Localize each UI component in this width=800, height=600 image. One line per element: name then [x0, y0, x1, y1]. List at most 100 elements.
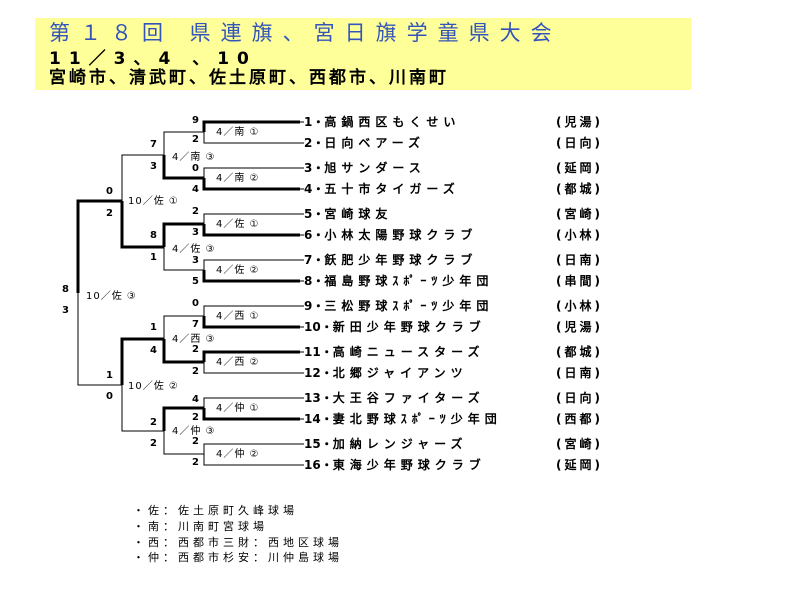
score: 4 [192, 184, 199, 195]
team-loc: (延岡) [556, 161, 603, 175]
team-no: 3 [304, 161, 313, 175]
team-no: 4 [304, 182, 313, 196]
team-name: 飫肥少年野球クラブ [324, 253, 478, 267]
legend-item: ・佐：佐土原町久峰球場 [133, 504, 298, 517]
team-no: 11 [304, 345, 321, 359]
team-6: 6・小林太陽野球クラブ(小林) [304, 228, 603, 242]
score: 3 [150, 161, 157, 172]
team-name: 宮崎球友 [324, 207, 393, 221]
team-7: 7・飫肥少年野球クラブ(日南) [304, 253, 603, 267]
team-no: 1 [304, 115, 313, 129]
match-label: 4／佐 ① [216, 219, 260, 230]
team-8: 8・福島野球ｽﾎﾟｰﾂ少年団(串間) [304, 274, 603, 288]
match-label: 4／西 ① [216, 311, 260, 322]
score: 3 [192, 227, 199, 238]
score: 0 [192, 163, 199, 174]
team-loc: (西都) [556, 412, 603, 426]
score: 2 [192, 134, 199, 145]
team-loc: (日向) [556, 391, 603, 405]
team-no: 16 [304, 458, 321, 472]
match-label: 4／佐 ③ [172, 244, 216, 255]
match-label: 4／南 ③ [172, 152, 216, 163]
score: 0 [106, 391, 113, 402]
team-loc: (小林) [556, 228, 603, 242]
score: 5 [192, 276, 199, 287]
match-label: 4／仲 ③ [172, 426, 216, 437]
team-loc: (都城) [556, 182, 603, 196]
score: 1 [150, 322, 157, 333]
legend-item: ・南：川南町宮球場 [133, 520, 268, 533]
page-title: 第１８回 県連旗、宮日旗学童県大会 [49, 21, 562, 45]
team-name: 高崎ニュースターズ [332, 345, 485, 359]
team-name: 小林太陽野球クラブ [324, 228, 478, 242]
match-label: 4／南 ② [216, 173, 260, 184]
match-label: 4／仲 ② [216, 449, 260, 460]
score: 0 [192, 298, 199, 309]
team-name: 高鍋西区もくせい [324, 115, 461, 129]
team-name: 五十市タイガーズ [324, 182, 460, 196]
score: 2 [192, 206, 199, 217]
score: 4 [192, 394, 199, 405]
team-12: 12・北郷ジャイアンツ(日南) [304, 366, 603, 380]
legend-item: ・西：西都市三財：西地区球場 [133, 536, 343, 549]
score-final: 8 [62, 284, 69, 295]
team-loc: (小林) [556, 299, 603, 313]
team-13: 13・大王谷ファイターズ(日向) [304, 391, 603, 405]
match-label: 4／西 ③ [172, 334, 216, 345]
team-name: 福島野球ｽﾎﾟｰﾂ少年団 [324, 274, 494, 288]
score: 4 [150, 345, 157, 356]
team-no: 8 [304, 274, 313, 288]
team-no: 15 [304, 437, 321, 451]
team-no: 6 [304, 228, 313, 242]
title-banner: 第１８回 県連旗、宮日旗学童県大会 11／3、4 、10 宮崎市、清武町、佐土原… [35, 18, 691, 90]
score: 7 [192, 319, 199, 330]
score: 1 [150, 252, 157, 263]
team-3: 3・旭サンダース(延岡) [304, 161, 603, 175]
team-1: 1・高鍋西区もくせい(児湯) [304, 115, 603, 129]
match-label: 10／佐 ① [128, 196, 179, 207]
team-loc: (児湯) [556, 115, 603, 129]
score: 2 [192, 366, 199, 377]
team-no: 10 [304, 320, 321, 334]
team-loc: (日南) [556, 366, 603, 380]
venues-line: 宮崎市、清武町、佐土原町、西都市、川南町 [49, 68, 449, 88]
score: 2 [192, 412, 199, 423]
team-10: 10・新田少年野球クラブ(児湯) [304, 320, 603, 334]
score: 2 [192, 436, 199, 447]
team-14: 14・妻北野球ｽﾎﾟｰﾂ少年団(西都) [304, 412, 603, 426]
score: 2 [192, 457, 199, 468]
score: 2 [106, 208, 113, 219]
team-name: 加納レンジャーズ [332, 437, 468, 451]
team-loc: (日南) [556, 253, 603, 267]
team-name: 日向ベアーズ [324, 136, 426, 150]
team-no: 5 [304, 207, 313, 221]
team-loc: (児湯) [556, 320, 603, 334]
match-label: 4／佐 ② [216, 265, 260, 276]
score: 0 [106, 186, 113, 197]
team-11: 11・高崎ニュースターズ(都城) [304, 345, 603, 359]
dates-line: 11／3、4 、10 [49, 49, 257, 69]
team-name: 新田少年野球クラブ [332, 320, 486, 334]
team-loc: (串間) [556, 274, 603, 288]
team-2: 2・日向ベアーズ(日向) [304, 136, 603, 150]
team-name: 大王谷ファイターズ [332, 391, 485, 405]
score-final: 3 [62, 305, 69, 316]
team-9: 9・三松野球ｽﾎﾟｰﾂ少年団(小林) [304, 299, 603, 313]
team-name: 妻北野球ｽﾎﾟｰﾂ少年団 [332, 412, 502, 426]
team-name: 北郷ジャイアンツ [332, 366, 468, 380]
score: 7 [150, 139, 157, 150]
team-loc: (宮崎) [556, 207, 603, 221]
legend-item: ・仲：西都市杉安：川仲島球場 [133, 551, 343, 564]
team-no: 9 [304, 299, 313, 313]
score: 9 [192, 115, 199, 126]
match-label: 4／南 ① [216, 127, 260, 138]
team-no: 2 [304, 136, 313, 150]
team-no: 14 [304, 412, 321, 426]
match-label: 4／西 ② [216, 357, 260, 368]
team-loc: (都城) [556, 345, 603, 359]
match-label: 4／仲 ① [216, 403, 260, 414]
team-16: 16・東海少年野球クラブ(延岡) [304, 458, 603, 472]
team-name: 三松野球ｽﾎﾟｰﾂ少年団 [324, 299, 494, 313]
team-name: 東海少年野球クラブ [332, 458, 486, 472]
